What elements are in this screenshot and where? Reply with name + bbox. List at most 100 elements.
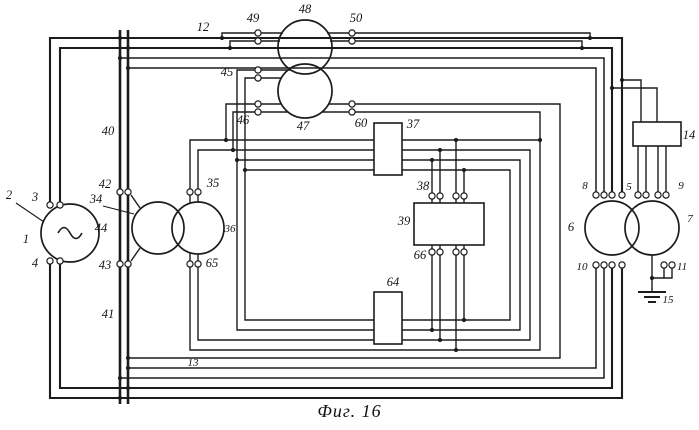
terminal-circle <box>124 188 132 196</box>
junction-dot <box>453 137 459 143</box>
ref-label-3: 3 <box>31 190 38 204</box>
machines <box>40 19 680 263</box>
terminal-circle <box>428 248 436 256</box>
ref-label-12: 12 <box>197 20 210 34</box>
ref-label-8: 8 <box>582 180 588 192</box>
ref-label-60: 60 <box>355 116 368 130</box>
junction-dot <box>125 385 131 391</box>
wire-outer-loop-3 <box>120 57 605 379</box>
terminal-circle <box>116 260 124 268</box>
ref-label-11: 11 <box>677 261 687 273</box>
ref-label-35: 35 <box>206 176 220 190</box>
terminal-circle <box>124 260 132 268</box>
wire-ground-connection <box>651 255 673 292</box>
terminal-circle <box>254 37 262 45</box>
ref-label-10: 10 <box>577 261 589 273</box>
terminal-circle <box>254 29 262 37</box>
junction-dot <box>230 147 236 153</box>
ref-label-64: 64 <box>387 275 400 289</box>
block-64 <box>373 291 403 345</box>
terminal-circle <box>254 108 262 116</box>
wire-block-14-pins <box>612 79 667 192</box>
junction-dot <box>649 275 655 281</box>
terminal-circle <box>436 248 444 256</box>
terminal-circle <box>348 37 356 45</box>
terminal-circle <box>254 100 262 108</box>
wire-outer-loop-4 <box>128 67 597 369</box>
junction-dot <box>242 167 248 173</box>
terminal-circle <box>56 257 64 265</box>
junction-dot <box>579 45 585 51</box>
wire-transformer-branches <box>128 32 591 359</box>
junction-dot <box>437 147 443 153</box>
ref-label-5: 5 <box>626 181 632 193</box>
ref-label-15: 15 <box>663 294 675 306</box>
ref-label-37: 37 <box>406 117 420 131</box>
terminal-circle <box>634 191 642 199</box>
ref-label-6: 6 <box>568 220 575 234</box>
terminal-circle <box>194 260 202 268</box>
ref-label-66: 66 <box>414 248 427 262</box>
terminal-circle <box>348 108 356 116</box>
junction-dot <box>223 137 229 143</box>
terminal-circle <box>254 66 262 74</box>
terminal-circle <box>186 260 194 268</box>
terminal-circle <box>348 100 356 108</box>
terminal-circle <box>254 74 262 82</box>
terminal-circle <box>194 188 202 196</box>
wire-middle-loop-3 <box>236 69 521 331</box>
terminal-circles <box>46 29 676 269</box>
junction-dot <box>587 35 593 41</box>
wire-middle-loop-1 <box>189 139 541 351</box>
ref-label-14: 14 <box>683 128 696 142</box>
ref-label-13: 13 <box>188 357 200 369</box>
sine-wave-icon <box>57 226 83 240</box>
junction-dot <box>219 35 225 41</box>
terminal-circle <box>452 248 460 256</box>
leader-line-34 <box>102 205 135 215</box>
ref-label-47: 47 <box>297 119 310 133</box>
wire-block-39-pins <box>431 140 465 350</box>
transformer-47-circle <box>277 63 333 119</box>
ref-label-39: 39 <box>397 214 411 228</box>
junction-dot <box>234 157 240 163</box>
junction-dot <box>453 347 459 353</box>
terminal-circle <box>608 191 616 199</box>
wire-middle-loop-4 <box>244 77 511 321</box>
block-37 <box>373 122 403 176</box>
junction-dot <box>227 45 233 51</box>
junction-dot <box>461 167 467 173</box>
ref-label-40: 40 <box>102 124 115 138</box>
junction-dots <box>117 35 655 401</box>
junction-dot <box>117 55 123 61</box>
terminal-circle <box>668 261 676 269</box>
generator-1-circle <box>40 203 100 263</box>
terminal-circle <box>460 192 468 200</box>
terminal-circle <box>660 261 668 269</box>
junction-dot <box>537 137 543 143</box>
terminal-circle <box>642 191 650 199</box>
junction-dot <box>429 157 435 163</box>
ref-label-38: 38 <box>416 179 430 193</box>
ref-label-1: 1 <box>23 232 29 246</box>
ref-label-45: 45 <box>221 65 234 79</box>
ref-label-43: 43 <box>99 258 112 272</box>
terminal-circle <box>460 248 468 256</box>
ref-label-36: 36 <box>224 223 237 235</box>
terminal-circle <box>654 191 662 199</box>
junction-dot <box>429 327 435 333</box>
terminal-circle <box>46 257 54 265</box>
junction-dot <box>125 365 131 371</box>
wire-outer-loop-1 <box>48 36 624 400</box>
ref-label-49: 49 <box>247 11 260 25</box>
ref-label-7: 7 <box>687 213 693 225</box>
junction-dot <box>125 355 131 361</box>
terminal-circle <box>116 188 124 196</box>
ref-label-48: 48 <box>299 2 312 16</box>
wire-transformer-leads <box>261 32 349 113</box>
wire-machine-lead-stubs <box>130 194 199 262</box>
ground-symbol <box>638 291 666 303</box>
machine-6-circle <box>584 200 640 256</box>
wire-outer-loop-2 <box>58 46 614 390</box>
